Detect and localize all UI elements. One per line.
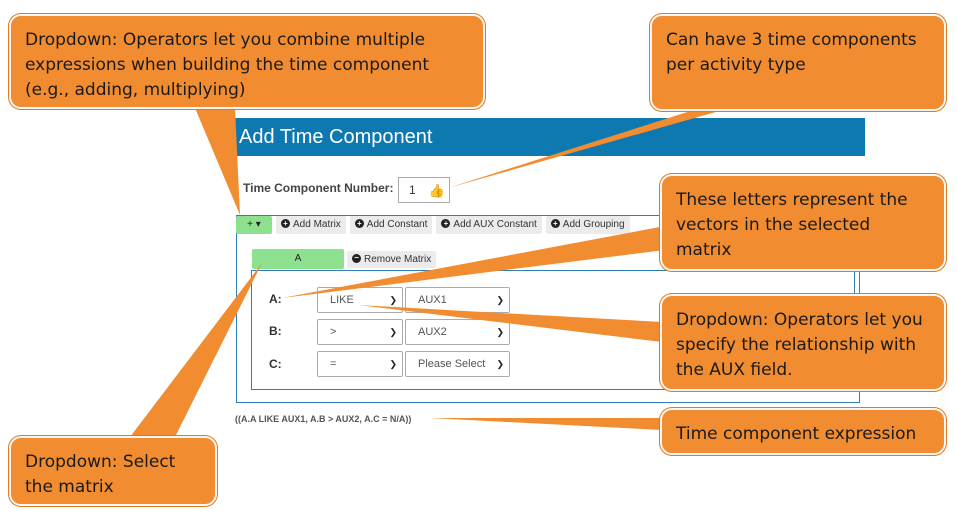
add-constant-button[interactable]: +Add Constant [349,216,433,234]
callout-expression: Time component expression [660,408,946,455]
leader-select-matrix [130,263,262,437]
leader-vectors [282,226,665,298]
chevron-down-icon: ❯ [389,295,397,305]
operator-select-c[interactable]: = ❯ [317,351,403,377]
add-matrix-label: Add Matrix [293,219,341,230]
minus-circle-icon: − [352,253,361,263]
chevron-down-icon: ❯ [496,359,504,369]
vector-label-c: C: [269,357,282,371]
callout-vectors: These letters represent the vectors in t… [660,174,946,271]
aux-select-b-value: AUX2 [418,326,447,338]
operator-select-b-value: > [330,326,337,338]
time-component-expression: ((A.A LIKE AUX1, A.B > AUX2, A.C = N/A)) [235,414,412,424]
leader-three-components [448,108,730,188]
chevron-down-icon: ❯ [496,295,504,305]
plus-circle-icon: + [550,218,560,228]
add-aux-constant-label: Add AUX Constant [453,219,537,230]
operator-dropdown[interactable]: + ▾ [236,216,272,234]
leader-expression [430,418,662,430]
tc-number-input[interactable]: 1 👍 [398,177,450,203]
callout-three-components: Can have 3 time components per activity … [650,14,946,111]
leader-aux-relationship [358,305,662,342]
chevron-down-icon: ▾ [255,219,261,230]
operator-select-a-value: LIKE [330,294,354,306]
add-aux-constant-button[interactable]: +Add AUX Constant [436,216,542,234]
matrix-dropdown[interactable]: A [252,249,344,269]
aux-select-a-value: AUX1 [418,294,447,306]
vector-label-b: B: [269,324,282,338]
chevron-down-icon: ❯ [496,327,504,337]
panel-title: Add Time Component [231,118,865,156]
operator-select-b[interactable]: > ❯ [317,319,403,345]
callout-select-matrix: Dropdown: Select the matrix [9,436,217,506]
remove-matrix-label: Remove Matrix [364,254,432,265]
remove-matrix-button[interactable]: −Remove Matrix [347,251,437,268]
callout-operators: Dropdown: Operators let you combine mult… [9,14,485,109]
add-constant-label: Add Constant [366,219,428,230]
thumbs-up-icon: 👍 [428,183,445,198]
aux-select-b[interactable]: AUX2 ❯ [405,319,510,345]
callout-aux-relationship: Dropdown: Operators let you specify the … [660,294,946,391]
aux-select-c[interactable]: Please Select ❯ [405,351,510,377]
operator-value: + [247,219,254,230]
add-matrix-button[interactable]: +Add Matrix [276,216,346,234]
plus-circle-icon: + [281,218,290,228]
plus-circle-icon: + [441,218,451,228]
leader-operators [195,108,240,215]
matrix-value: A [294,253,302,264]
add-grouping-label: Add Grouping [562,219,625,230]
vector-label-a: A: [269,292,282,306]
operator-select-a[interactable]: LIKE ❯ [317,287,403,313]
add-grouping-button[interactable]: +Add Grouping [545,216,630,234]
chevron-down-icon: ❯ [389,327,397,337]
tc-number-label: Time Component Number: [243,181,394,195]
operator-select-c-value: = [330,358,337,370]
toolbar: + ▾ +Add Matrix +Add Constant +Add AUX C… [236,216,630,234]
aux-select-c-value: Please Select [418,358,486,370]
tc-number-value: 1 [409,183,416,197]
chevron-down-icon: ❯ [389,359,397,369]
plus-circle-icon: + [354,218,364,228]
